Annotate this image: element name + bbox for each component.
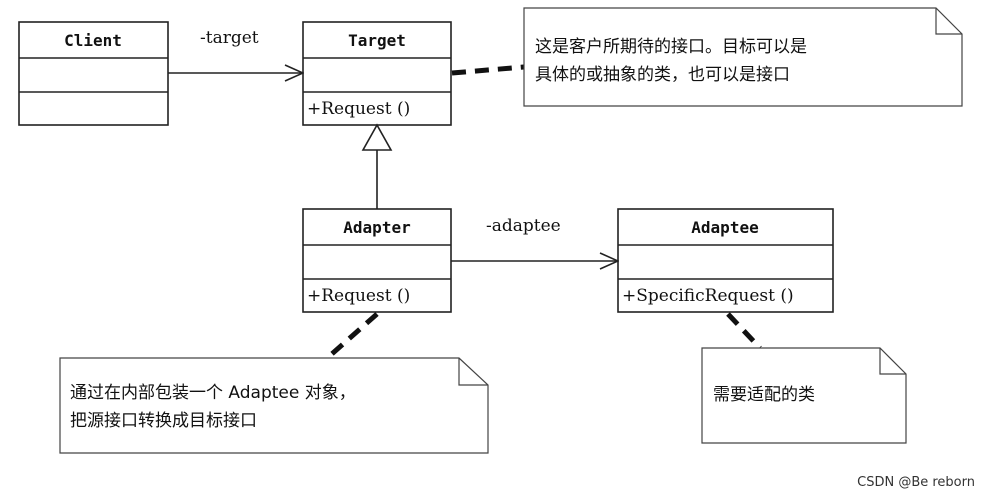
class-target-operation: +Request () xyxy=(307,99,410,119)
note-adapter-line2: 把源接口转换成目标接口 xyxy=(70,411,257,431)
generalization-adapter-target xyxy=(361,123,393,209)
class-target[interactable]: Target +Request () xyxy=(302,21,452,126)
generalization-triangle xyxy=(361,123,393,151)
class-client[interactable]: Client xyxy=(18,21,169,126)
note-adapter-line1: 通过在内部包装一个 Adaptee 对象， xyxy=(70,383,356,403)
note-adaptee-connector xyxy=(726,312,762,350)
class-adaptee-operation: +SpecificRequest () xyxy=(622,286,794,306)
note-adaptee-line1: 需要适配的类 xyxy=(713,385,815,405)
association-adapter-adaptee: -adaptee xyxy=(451,216,618,261)
note-adapter: 通过在内部包装一个 Adaptee 对象， 把源接口转换成目标接口 xyxy=(59,312,489,454)
note-adapter-box xyxy=(59,357,489,454)
watermark: CSDN @Be reborn xyxy=(857,475,975,490)
association-adapter-adaptee-label: -adaptee xyxy=(486,216,561,236)
class-client-name: Client xyxy=(64,31,122,50)
class-adapter-name: Adapter xyxy=(343,218,410,237)
note-target-connector xyxy=(451,64,525,76)
note-target: 这是客户所期待的接口。目标可以是 具体的或抽象的类，也可以是接口 xyxy=(451,7,963,107)
class-target-name: Target xyxy=(348,31,406,50)
note-target-box xyxy=(523,7,963,107)
class-adaptee[interactable]: Adaptee +SpecificRequest () xyxy=(617,208,834,313)
association-client-target-label: -target xyxy=(200,28,259,48)
note-adaptee: 需要适配的类 xyxy=(701,312,907,444)
note-target-line1: 这是客户所期待的接口。目标可以是 xyxy=(535,37,807,57)
class-adaptee-name: Adaptee xyxy=(691,218,758,237)
note-adapter-connector xyxy=(323,312,379,362)
association-client-target: -target xyxy=(168,28,303,73)
class-adapter[interactable]: Adapter +Request () xyxy=(302,208,452,313)
note-target-line2: 具体的或抽象的类，也可以是接口 xyxy=(535,65,790,85)
class-adapter-operation: +Request () xyxy=(307,286,410,306)
note-adaptee-box xyxy=(701,347,907,444)
